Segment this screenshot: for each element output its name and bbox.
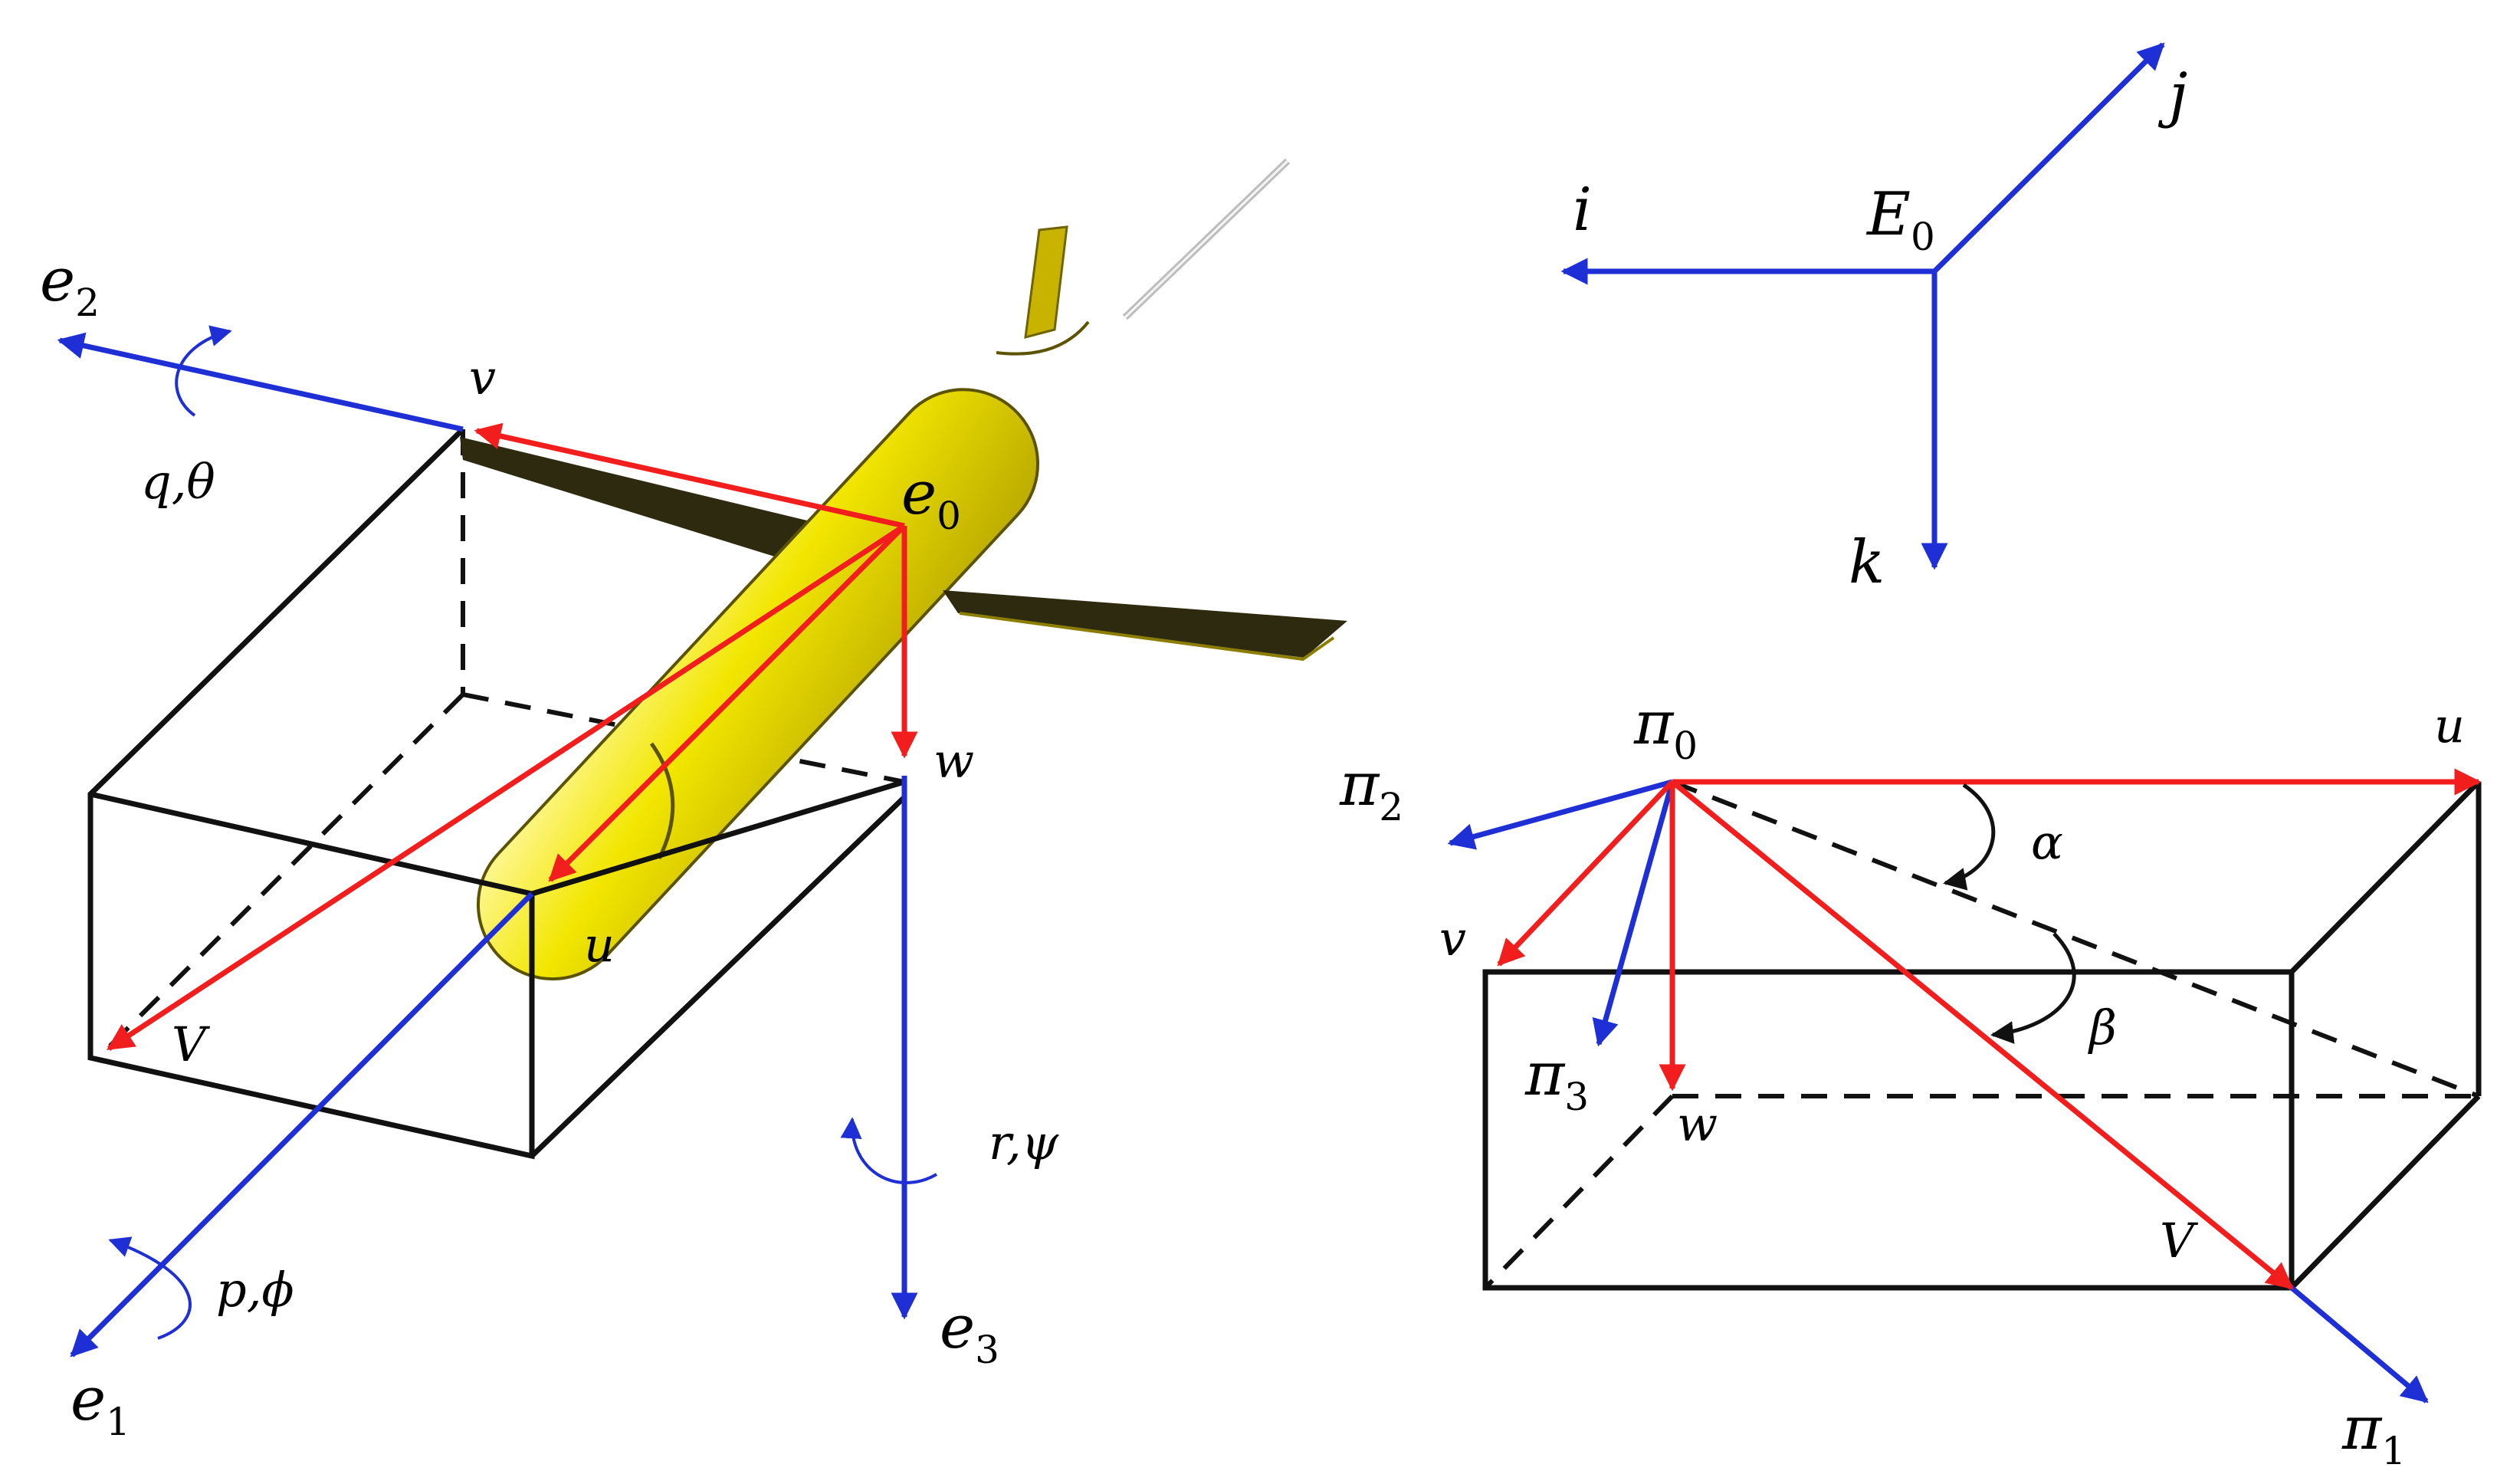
label-V-left: V — [172, 1016, 211, 1072]
flow-velocity-vectors — [1497, 768, 2482, 1290]
axis-pi1 — [2289, 1285, 2429, 1404]
label-v-left: v — [469, 350, 496, 405]
flow-frame-group: π0 π2 v π3 w u α β V π1 — [1339, 689, 2482, 1473]
axis-pi2 — [1447, 779, 1673, 850]
vector-V-flow — [1670, 780, 2294, 1290]
beta-arc — [1990, 932, 2076, 1044]
label-e2: e2 — [40, 246, 100, 325]
label-j: j — [2157, 61, 2187, 130]
alpha-arc — [1943, 783, 1996, 891]
label-E0: E0 — [1865, 180, 1935, 259]
label-i: i — [1573, 176, 1592, 245]
label-pi0: π0 — [1633, 689, 1698, 768]
vector-v-flow — [1497, 780, 1675, 967]
label-e0: e0 — [901, 459, 961, 538]
vector-V — [107, 524, 906, 1051]
glider-right-wing — [943, 590, 1347, 658]
axis-e2 — [57, 332, 464, 432]
label-u-flow: u — [2434, 698, 2465, 753]
label-r-psi: r,ψ — [989, 1115, 1060, 1170]
label-q-theta: q,θ — [141, 454, 215, 510]
glider-fin — [1024, 225, 1068, 340]
axis-pi3 — [1592, 781, 1675, 1047]
angle-arcs — [1943, 783, 2076, 1044]
label-alpha: α — [2031, 814, 2063, 870]
glider-left-wing — [460, 437, 874, 583]
rotation-p-phi-arrow — [108, 1236, 192, 1340]
label-e3: e3 — [940, 1293, 999, 1372]
label-w-flow: w — [1677, 1096, 1718, 1152]
flow-box-hidden-edges — [1483, 780, 2480, 1290]
glider-illustration — [460, 158, 1347, 981]
label-u-left: u — [584, 917, 615, 973]
flow-axes — [1447, 779, 2429, 1404]
label-k: k — [1849, 528, 1885, 597]
axis-j — [1932, 42, 2165, 274]
label-w-left: w — [934, 733, 974, 789]
axis-e1 — [70, 891, 534, 1358]
label-pi3: π3 — [1524, 1040, 1589, 1119]
rotation-q-theta-arrow — [175, 325, 232, 417]
body-frame-group: e2 v q,θ e0 w u V r,ψ p,ϕ e1 e3 — [40, 158, 1347, 1444]
label-V-flow: V — [2160, 1213, 2199, 1269]
label-p-phi: p,ϕ — [216, 1262, 294, 1318]
rotation-arrows — [108, 325, 937, 1340]
label-pi1: π1 — [2341, 1394, 2406, 1473]
label-v-flow: v — [1439, 911, 1466, 967]
glider-body — [476, 388, 1040, 981]
label-pi2: π2 — [1339, 750, 1403, 829]
body-velocity-vectors — [107, 422, 918, 1051]
vector-u — [548, 524, 907, 882]
flow-box-visible-edges — [1482, 780, 2482, 1291]
body-axes — [57, 332, 918, 1358]
label-e1: e1 — [71, 1365, 130, 1444]
label-beta: β — [2088, 1000, 2117, 1056]
left-box-visible-edges — [87, 427, 907, 1160]
earth-frame-group: E0 i j k — [1560, 42, 2187, 597]
rotation-r-psi-arrow — [840, 1117, 937, 1184]
vector-v — [474, 422, 905, 529]
